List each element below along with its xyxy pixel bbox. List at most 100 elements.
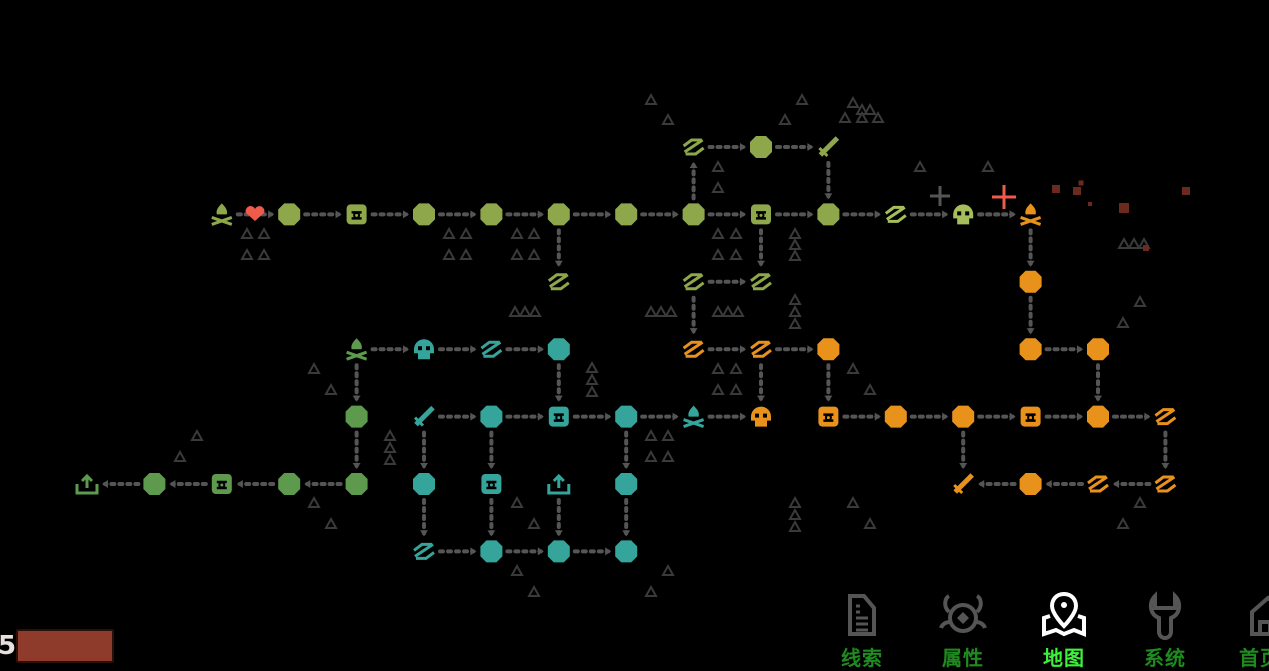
rock-triangle-icon [383, 452, 397, 465]
rock-triangle-icon [644, 449, 658, 462]
rock-triangle-icon [1127, 236, 1141, 249]
path-arrow-icon [672, 412, 679, 421]
ember-particle [1052, 185, 1060, 193]
path-arrow-icon [1026, 260, 1035, 267]
rock-triangle-icon [383, 440, 397, 453]
path-arrow-icon [1045, 480, 1052, 488]
rock-triangle-icon [981, 159, 995, 172]
path-arrow-icon [1144, 412, 1151, 421]
circle-node-icon [1019, 270, 1042, 293]
path-arrow-icon [740, 143, 746, 151]
rock-triangle-icon [510, 247, 524, 260]
rock-triangle-icon [863, 516, 877, 529]
rock-triangle-icon [846, 361, 860, 374]
path-arrow-icon [807, 345, 814, 354]
skull-node-icon [414, 339, 434, 360]
wrench-icon [1148, 591, 1182, 640]
player-heart-icon [245, 206, 265, 221]
rock-triangle-icon [721, 304, 735, 317]
path-arrow-icon [740, 345, 746, 354]
circle-node-icon [345, 405, 368, 428]
path-arrow-icon [740, 277, 746, 286]
path-arrow-icon [622, 530, 631, 537]
rock-triangle-icon [661, 449, 675, 462]
chain-node-icon [1087, 475, 1109, 493]
campfire-node-icon [683, 405, 705, 429]
nav-label: 线索 [841, 646, 883, 670]
rock-triangle-icon [307, 361, 321, 374]
rock-triangle-icon [855, 110, 869, 123]
path-arrow-icon [1009, 412, 1016, 421]
rock-triangle-icon [788, 226, 802, 239]
nav-label: 系统 [1144, 646, 1186, 670]
path-arrow-icon [1113, 480, 1119, 488]
path-arrow-icon [874, 210, 881, 219]
chain-node-icon [750, 273, 772, 291]
circle-node-icon [345, 473, 368, 495]
rock-triangle-icon [585, 360, 599, 373]
rock-triangle-icon [1133, 294, 1147, 307]
rock-triangle-icon [664, 304, 678, 317]
rock-triangle-icon [527, 516, 541, 529]
path-arrow-icon [824, 395, 833, 402]
circle-node-icon [1087, 405, 1109, 428]
nav-map[interactable]: 地图 [1029, 590, 1099, 671]
rock-triangle-icon [190, 428, 204, 441]
map-pin-icon [1042, 591, 1086, 637]
ember-particle [1119, 203, 1129, 213]
nav-label: 属性 [942, 646, 984, 670]
sword-node-icon [818, 136, 840, 158]
path-arrow-icon [672, 210, 679, 219]
rock-triangle-icon [257, 247, 271, 260]
rock-triangle-icon [510, 563, 524, 576]
rock-triangle-icon [442, 226, 456, 239]
path-arrow-icon [1009, 210, 1016, 219]
path-arrow-icon [554, 260, 563, 267]
path-arrow-icon [605, 412, 612, 421]
rock-triangle-icon [795, 92, 809, 105]
chain-node-icon [750, 340, 772, 358]
nav-clues[interactable]: 线索 [827, 590, 897, 671]
rock-triangle-icon [528, 304, 542, 317]
rock-triangle-icon [729, 361, 743, 374]
rock-triangle-icon [644, 584, 658, 597]
chest-node-icon [346, 204, 367, 225]
path-arrow-icon [605, 210, 612, 219]
chest-node-icon [211, 474, 232, 494]
path-arrow-icon [352, 463, 361, 469]
nav-attributes[interactable]: 属性 [928, 590, 998, 671]
creature-icon [939, 594, 987, 633]
nav-system[interactable]: 系统 [1130, 590, 1200, 671]
rock-triangle-icon [257, 226, 271, 239]
rock-triangle-icon [1116, 516, 1130, 529]
path-arrow-icon [689, 162, 698, 168]
rock-triangle-icon [729, 226, 743, 239]
rock-triangle-icon [788, 316, 802, 329]
rock-triangle-icon [654, 304, 668, 317]
rock-triangle-icon [731, 304, 745, 317]
circle-node-icon [547, 338, 570, 361]
path-arrow-icon [689, 328, 698, 335]
path-arrow-icon [554, 530, 563, 537]
path-arrow-icon [622, 463, 631, 469]
rock-triangle-icon [711, 180, 725, 193]
rock-triangle-icon [585, 384, 599, 397]
ember-particle [1182, 187, 1190, 195]
circle-node-icon [615, 405, 638, 428]
chain-node-icon [682, 340, 705, 358]
rock-triangle-icon [324, 516, 338, 529]
rock-triangle-icon [913, 159, 927, 172]
chain-node-icon [547, 273, 570, 291]
rock-triangle-icon [711, 159, 725, 172]
path-arrow-icon [470, 412, 477, 421]
path-arrow-icon [740, 412, 746, 421]
rock-triangle-icon [871, 110, 885, 123]
path-arrow-icon [169, 480, 176, 488]
path-arrow-icon [1094, 395, 1102, 402]
circle-node-icon [413, 473, 435, 495]
nav-home[interactable]: 首页 [1225, 590, 1269, 671]
path-arrow-icon [978, 480, 985, 488]
path-arrow-icon [537, 345, 544, 354]
skull-node-icon [751, 406, 771, 427]
path-arrow-icon [942, 412, 949, 421]
